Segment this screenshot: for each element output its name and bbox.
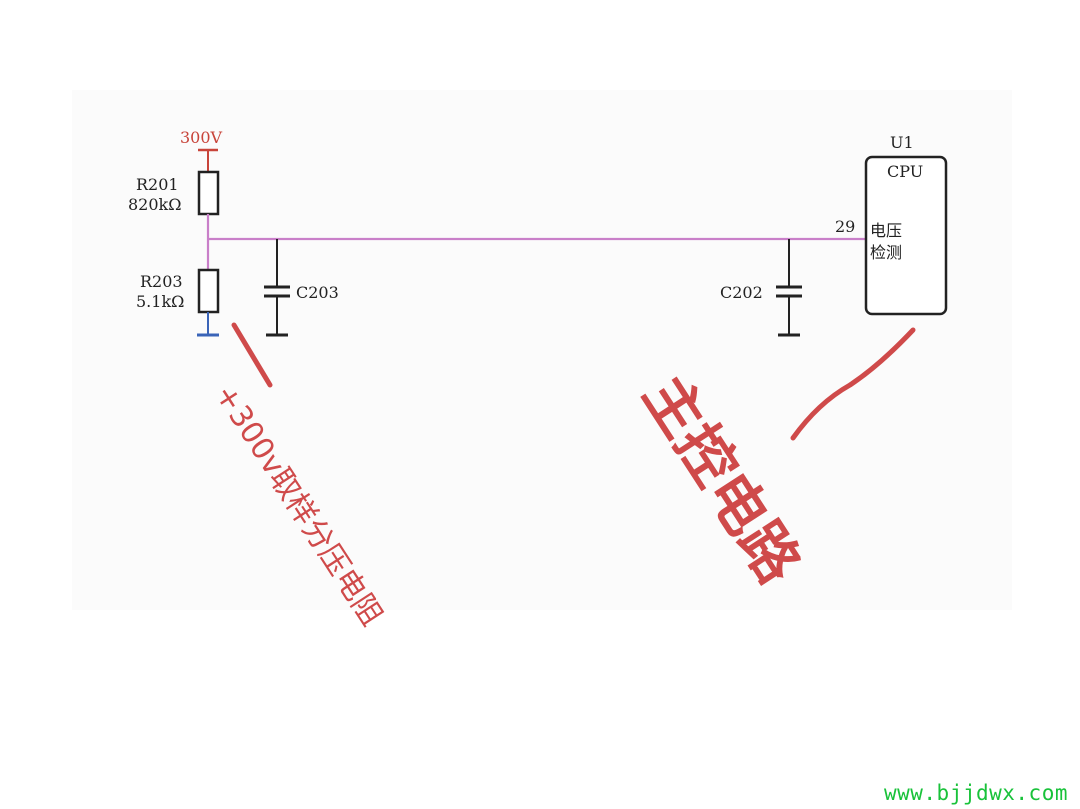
watermark: www.bjjdwx.com — [883, 781, 1068, 805]
c202-ref: C202 — [720, 283, 763, 302]
r203-ref: R203 — [140, 272, 183, 291]
r201-ref: R201 — [136, 175, 179, 194]
r203-resistor-symbol — [197, 268, 220, 314]
c203-ref: C203 — [296, 283, 339, 302]
supply-label: 300V — [180, 128, 223, 147]
u1-cpu-block — [864, 155, 948, 316]
schematic-panel — [72, 90, 1012, 610]
r203-value: 5.1kΩ — [136, 292, 184, 311]
u1-pin-number: 29 — [835, 217, 855, 236]
u1-ref: U1 — [890, 133, 914, 152]
right-annotation-stroke — [790, 327, 916, 441]
r201-resistor-symbol — [197, 170, 220, 216]
u1-pin-label-line2: 检测 — [870, 243, 902, 262]
u1-pin-label-line1: 电压 — [870, 221, 902, 240]
left-annotation-stroke — [231, 322, 273, 388]
r201-value: 820kΩ — [128, 195, 182, 214]
u1-name: CPU — [887, 162, 923, 181]
